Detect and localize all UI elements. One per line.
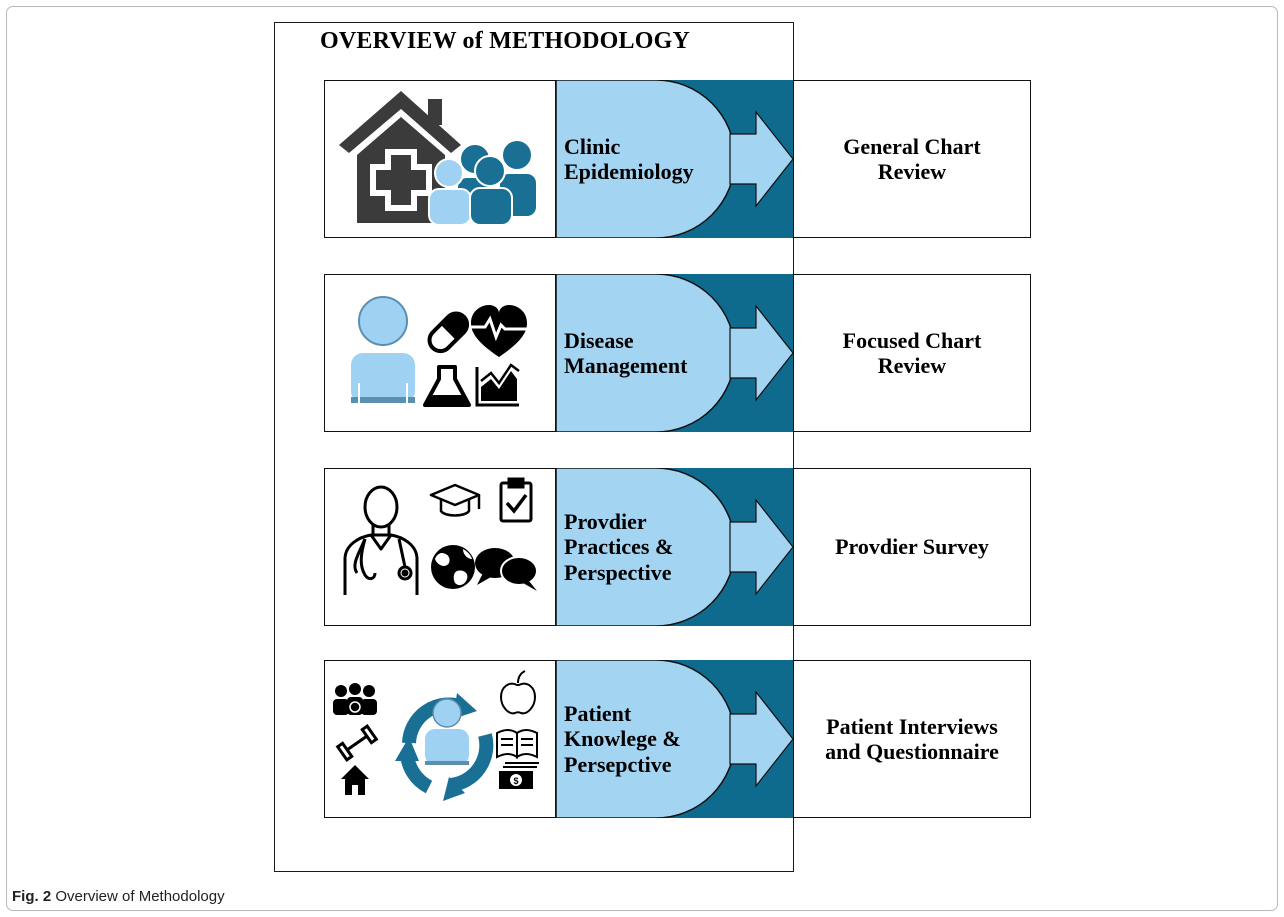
apple-icon xyxy=(499,670,537,715)
dumbbell-icon xyxy=(335,724,379,762)
stage-connector-disease: Disease Management xyxy=(556,274,793,432)
output-label: General Chart Review xyxy=(843,133,981,184)
diagram-title: OVERVIEW of METHODOLOGY xyxy=(320,28,691,54)
output-box-focused-chart-review: Focused Chart Review xyxy=(793,274,1031,432)
arrow-icon xyxy=(729,110,793,208)
globe-icon xyxy=(431,545,475,589)
graduation-cap-icon xyxy=(429,483,481,517)
icon-panel-patient: $ xyxy=(324,660,556,818)
methodology-row-disease: Disease Management Focused Chart Review xyxy=(324,274,1031,432)
clipboard-check-icon xyxy=(499,477,533,523)
icon-panel-disease xyxy=(324,274,556,432)
caption-label: Fig. 2 xyxy=(12,888,52,905)
home-icon xyxy=(341,765,369,795)
cycle-arrows-icon xyxy=(395,693,494,801)
arrow-icon xyxy=(729,690,793,788)
book-icon xyxy=(496,729,538,759)
output-box-patient-interviews: Patient Interviews and Questionnaire xyxy=(793,660,1031,818)
patient-group-icon xyxy=(428,139,538,226)
output-label: Provdier Survey xyxy=(835,534,989,560)
stage-label: Patient Knowlege & Persepctive xyxy=(564,701,681,777)
figure-caption: Fig. 2 Overview of Methodology xyxy=(12,888,225,905)
arrow-icon xyxy=(729,498,793,596)
pill-icon xyxy=(427,311,470,354)
family-icon xyxy=(333,683,377,715)
doctor-stethoscope-icon xyxy=(343,485,419,595)
methodology-row-clinic: Clinic Epidemiology General Chart Review xyxy=(324,80,1031,238)
methodology-row-provider: Provdier Practices & Perspective Provdie… xyxy=(324,468,1031,626)
figure-frame xyxy=(6,6,1278,911)
arrow-icon xyxy=(729,304,793,402)
overview-panel xyxy=(274,22,794,872)
output-box-provider-survey: Provdier Survey xyxy=(793,468,1031,626)
caption-text: Overview of Methodology xyxy=(55,888,225,905)
output-box-general-chart-review: General Chart Review xyxy=(793,80,1031,238)
stage-label: Provdier Practices & Perspective xyxy=(564,509,674,585)
stage-connector-clinic: Clinic Epidemiology xyxy=(556,80,793,238)
heart-rate-icon xyxy=(469,305,529,357)
methodology-row-patient: $ Patient Knowlege & Persepctive Patient… xyxy=(324,660,1031,818)
icon-panel-clinic xyxy=(324,80,556,238)
patient-icon xyxy=(351,296,415,403)
money-icon: $ xyxy=(499,762,539,789)
clinic-building-icon xyxy=(339,91,461,223)
speech-bubbles-icon xyxy=(475,548,538,591)
lab-flask-icon xyxy=(423,365,471,407)
icon-panel-provider xyxy=(324,468,556,626)
output-label: Patient Interviews and Questionnaire xyxy=(825,713,999,764)
stage-connector-provider: Provdier Practices & Perspective xyxy=(556,468,793,626)
stage-connector-patient: Patient Knowlege & Persepctive xyxy=(556,660,793,818)
stage-label: Disease Management xyxy=(564,327,688,378)
stage-label: Clinic Epidemiology xyxy=(564,133,694,184)
line-chart-icon xyxy=(475,363,520,407)
output-label: Focused Chart Review xyxy=(842,327,982,378)
svg-text:$: $ xyxy=(513,776,518,786)
